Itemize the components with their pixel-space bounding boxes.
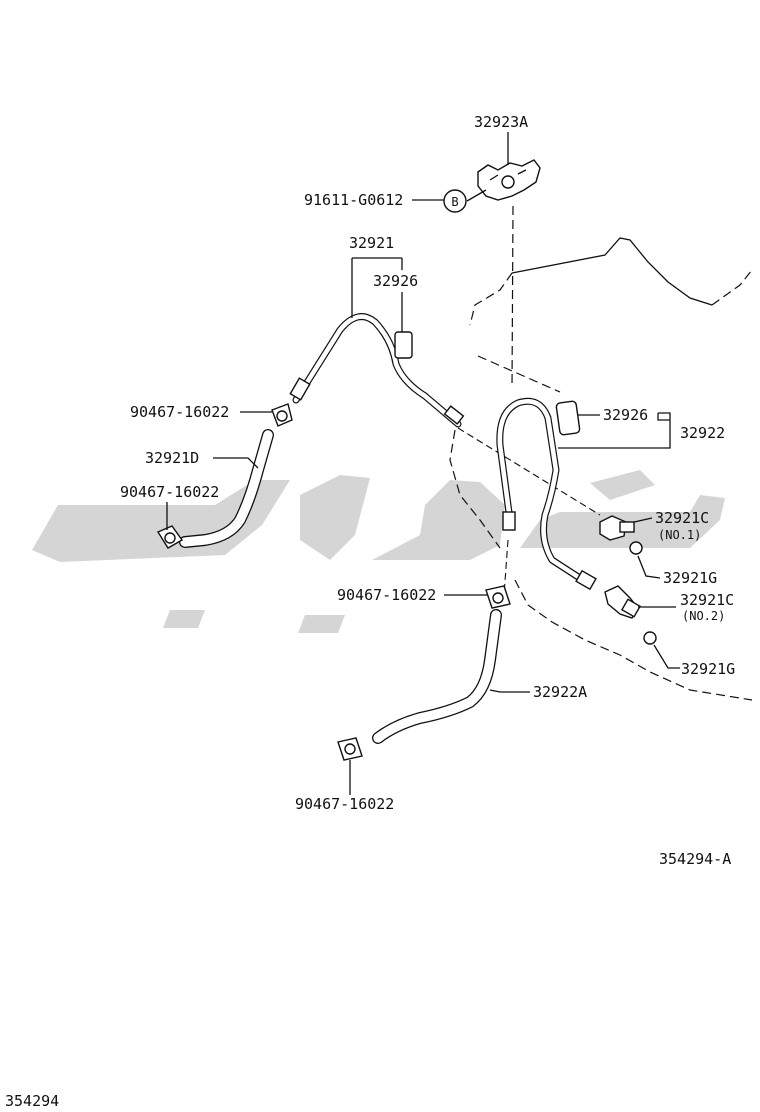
label-32921G-1: 32921G [663, 569, 717, 587]
page-code: 354294 [5, 1092, 59, 1110]
label-91611-G0612: 91611-G0612 [304, 191, 403, 209]
tube-32921 [289, 313, 465, 428]
ref-circle-b [443, 189, 467, 213]
tube-32922 [496, 397, 597, 591]
hose-32922A [372, 609, 502, 744]
label-32926-left: 32926 [373, 272, 418, 290]
label-no1-note: (NO.1) [658, 528, 701, 542]
clip-bottom [337, 737, 363, 761]
gasket-2 [643, 631, 657, 645]
label-90467-lower-left: 90467-16022 [120, 483, 219, 501]
label-90467-center: 90467-16022 [337, 586, 436, 604]
label-no2-note: (NO.2) [682, 609, 725, 623]
label-32922: 32922 [680, 424, 725, 442]
label-32921C-no2: 32921C [680, 591, 734, 609]
label-32926-right: 32926 [603, 406, 648, 424]
watermark-logo [32, 470, 725, 633]
leader-lines [166, 132, 680, 795]
label-32921D: 32921D [145, 449, 199, 467]
sleeve-left [394, 331, 413, 359]
clip-upper-left [271, 403, 293, 427]
sleeve-right [555, 400, 581, 436]
label-90467-bottom: 90467-16022 [295, 795, 394, 813]
body-phantom-lines [449, 205, 753, 701]
label-32921G-2: 32921G [681, 660, 735, 678]
label-32922A: 32922A [533, 683, 587, 701]
union-no1 [599, 515, 635, 541]
union-no2 [604, 585, 642, 619]
gasket-1 [629, 541, 643, 555]
hose-32921D [179, 429, 274, 548]
bracket-clamp [477, 159, 541, 201]
label-32923A: 32923A [474, 113, 528, 131]
label-90467-upper-left: 90467-16022 [130, 403, 229, 421]
illustration-code: 354294-A [659, 850, 731, 868]
label-32921C-no1: 32921C [655, 509, 709, 527]
clip-center [485, 585, 511, 609]
ref-letter-b: B [451, 195, 458, 209]
label-32921: 32921 [349, 234, 394, 252]
